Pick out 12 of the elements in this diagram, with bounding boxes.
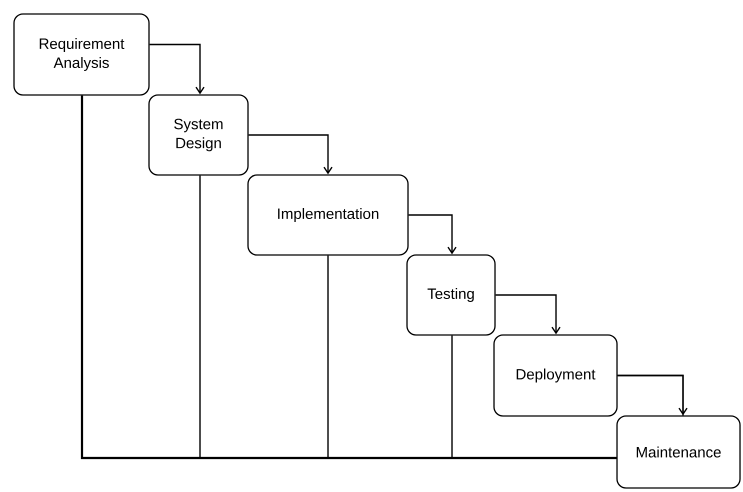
connector-line [451,336,616,459]
process-box: Implementation [247,174,409,256]
connector-line [408,214,457,254]
process-box: Maintenance [616,415,741,489]
connector-line [150,44,205,94]
process-box: System Design [148,94,249,176]
process-box: Requirement Analysis [13,13,150,96]
connector-line [248,134,333,174]
connector-line [496,294,561,334]
process-box: Testing [406,254,496,336]
connector-line [80,96,616,460]
process-box: Deployment [493,334,618,417]
